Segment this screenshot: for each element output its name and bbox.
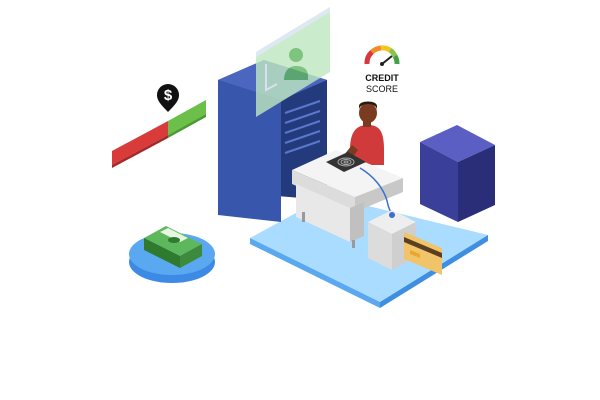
cash-stack-icon	[144, 226, 202, 268]
price-indicator: $	[112, 84, 206, 168]
dollar-pin-icon: $	[157, 84, 179, 112]
fingerprint-scanner-icon	[326, 152, 366, 172]
dollar-symbol: $	[164, 87, 173, 104]
user-silhouette-icon	[284, 48, 308, 80]
credit-score-line2: SCORE	[366, 84, 398, 94]
credit-score-gauge: CREDIT SCORE	[364, 45, 400, 94]
cash-pedestal	[129, 226, 215, 283]
price-bar-green	[168, 100, 206, 135]
credit-card-icon	[404, 232, 442, 275]
small-server	[420, 125, 495, 222]
desk	[292, 150, 403, 248]
price-bar-green-side	[168, 114, 206, 138]
hologram-id-screen	[256, 7, 330, 117]
gauge-needle-icon	[381, 55, 393, 65]
server-vents	[284, 100, 321, 154]
price-bar-red	[112, 121, 168, 165]
bank-teller	[340, 101, 384, 165]
credit-score-line1: CREDIT	[365, 73, 399, 83]
price-bar-red-side	[112, 135, 168, 168]
card-terminal	[368, 210, 442, 275]
